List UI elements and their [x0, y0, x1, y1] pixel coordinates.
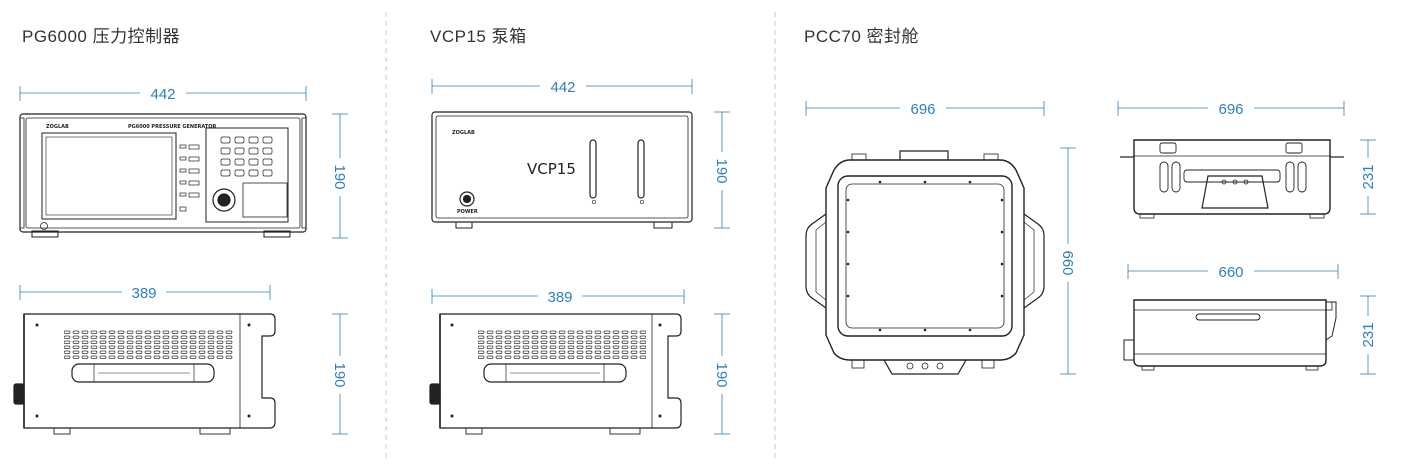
vcp15-side-height-label: 190 — [713, 362, 730, 387]
pg6000-front-view — [19, 113, 307, 238]
pg6000-front-width-label: 442 — [150, 86, 175, 103]
vcp15-front-view — [431, 111, 693, 229]
pcc70-front-height-dim — [1360, 139, 1376, 215]
pg6000-model-label: PG6000 PRESSURE GENERATOR — [128, 124, 217, 130]
vcp15-power-label: POWER — [457, 209, 478, 215]
pg6000-side-height-label: 190 — [331, 362, 348, 387]
vcp15-front-width-label: 442 — [550, 79, 575, 96]
pg6000-front-height-label: 190 — [331, 164, 348, 189]
vcp15-front-width-dim — [431, 79, 693, 94]
vcp15-front-height-dim — [714, 111, 730, 229]
pcc70-top-view — [805, 150, 1045, 375]
pg6000-side-view — [13, 313, 276, 435]
pg6000-title: PG6000 压力控制器 — [22, 27, 181, 46]
pcc70-side-view — [1123, 299, 1337, 371]
pg6000-side-height-dim — [332, 313, 348, 435]
pcc70-front-width-dim — [1117, 101, 1345, 116]
vcp15-model-label: VCP15 — [527, 160, 576, 178]
pcc70-top-depth-label: 660 — [1059, 250, 1076, 275]
pcc70-front-width-label: 696 — [1218, 101, 1243, 118]
pcc70-top-width-label: 696 — [910, 101, 935, 118]
vcp15-side-depth-dim — [431, 289, 685, 304]
pg6000-front-height-dim — [332, 113, 348, 239]
vcp15-front-height-label: 190 — [713, 158, 730, 183]
vcp15-brand-label: ZOGLAB — [452, 130, 475, 136]
pg6000-side-depth-label: 389 — [131, 285, 156, 302]
pcc70-title: PCC70 密封舱 — [804, 27, 920, 46]
vcp15-title: VCP15 泵箱 — [430, 27, 527, 46]
pcc70-front-view — [1120, 139, 1344, 219]
pg6000-front-width-dim — [19, 86, 307, 101]
pcc70-side-height-dim — [1360, 295, 1376, 375]
pcc70-front-height-label: 231 — [1360, 164, 1377, 189]
vcp15-side-depth-label: 389 — [547, 289, 572, 306]
pcc70-side-depth-label: 660 — [1218, 264, 1243, 281]
pcc70-top-depth-dim — [1060, 147, 1076, 375]
pg6000-brand-label: ZOGLAB — [46, 124, 69, 130]
pg6000-side-depth-dim — [19, 285, 271, 300]
vcp15-side-height-dim — [714, 313, 730, 435]
pcc70-side-depth-dim — [1127, 264, 1339, 279]
pcc70-side-height-label: 231 — [1360, 322, 1377, 347]
vcp15-side-view — [429, 313, 682, 435]
pcc70-top-width-dim — [805, 101, 1045, 116]
